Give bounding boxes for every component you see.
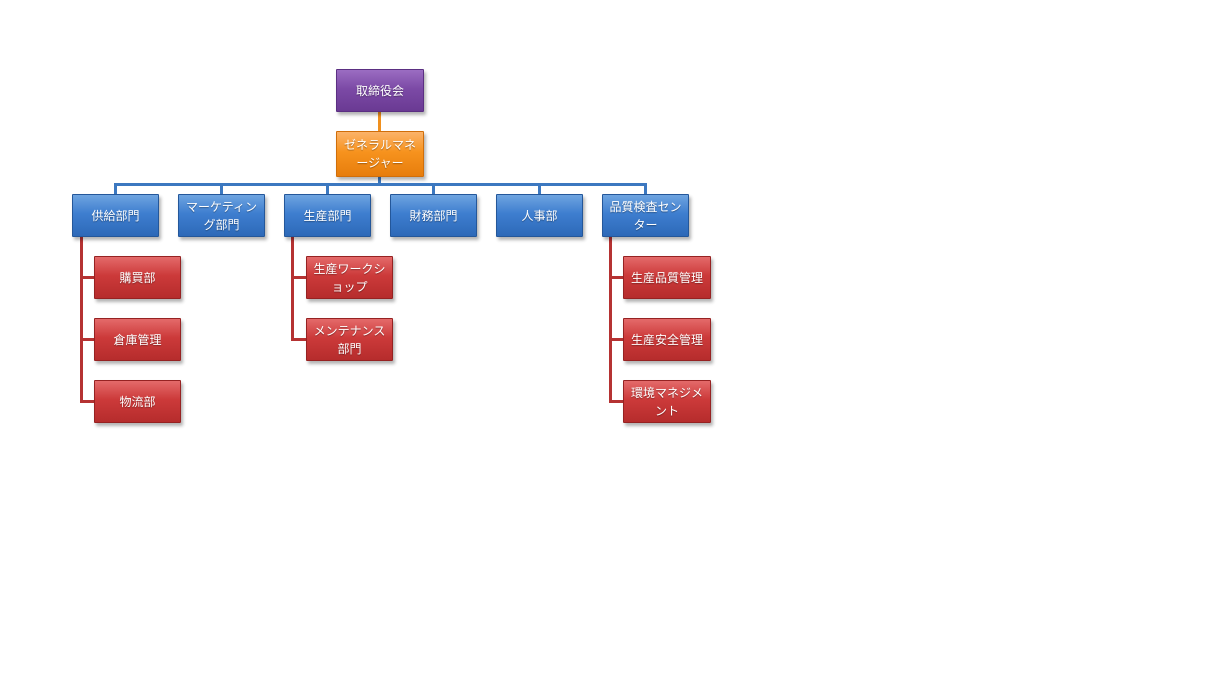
- node-quality-control[interactable]: 生産品質管理: [623, 256, 711, 299]
- node-environment-management[interactable]: 環境マネジメント: [623, 380, 711, 423]
- node-purchasing[interactable]: 購買部: [94, 256, 181, 299]
- node-department-production[interactable]: 生産部門: [284, 194, 371, 237]
- connector-departments-bus: [114, 183, 647, 186]
- node-safety-control-label: 生産安全管理: [630, 332, 703, 347]
- node-department-finance[interactable]: 財務部門: [390, 194, 477, 237]
- node-department-marketing-label: マーケティング部門: [185, 199, 258, 232]
- node-workshop[interactable]: 生産ワークショップ: [306, 256, 393, 299]
- node-warehouse-label: 倉庫管理: [113, 332, 162, 347]
- node-board-label: 取締役会: [355, 83, 404, 98]
- node-workshop-label: 生産ワークショップ: [313, 261, 386, 294]
- connector-dept-3: [326, 183, 329, 194]
- node-general-manager[interactable]: ゼネラルマネージャー: [336, 131, 424, 177]
- node-department-supply[interactable]: 供給部門: [72, 194, 159, 237]
- node-logistics-label: 物流部: [119, 394, 156, 409]
- node-purchasing-label: 購買部: [119, 270, 156, 285]
- connector-dept-6: [644, 183, 647, 194]
- node-department-marketing[interactable]: マーケティング部門: [178, 194, 265, 237]
- connector-supply-vertical: [80, 236, 83, 402]
- connector-manager-departments: [378, 177, 381, 185]
- connector-dept-5: [538, 183, 541, 194]
- node-maintenance-label: メンテナンス部門: [313, 323, 386, 356]
- node-maintenance[interactable]: メンテナンス部門: [306, 318, 393, 361]
- connector-production-vertical: [291, 236, 294, 341]
- connector-quality-vertical: [609, 236, 612, 402]
- connector-supply-child-1: [80, 276, 94, 279]
- connector-dept-4: [432, 183, 435, 194]
- node-board[interactable]: 取締役会: [336, 69, 424, 112]
- node-department-finance-label: 財務部門: [409, 208, 458, 223]
- node-department-quality[interactable]: 品質検査センター: [602, 194, 689, 237]
- node-logistics[interactable]: 物流部: [94, 380, 181, 423]
- node-department-supply-label: 供給部門: [91, 208, 140, 223]
- connector-quality-child-3: [609, 400, 623, 403]
- connector-dept-2: [220, 183, 223, 194]
- node-warehouse[interactable]: 倉庫管理: [94, 318, 181, 361]
- connector-quality-child-1: [609, 276, 623, 279]
- connector-production-child-1: [291, 276, 306, 279]
- connector-production-child-2: [291, 338, 306, 341]
- node-environment-management-label: 環境マネジメント: [630, 385, 703, 418]
- connector-quality-child-2: [609, 338, 623, 341]
- node-quality-control-label: 生産品質管理: [630, 270, 703, 285]
- connector-supply-child-2: [80, 338, 94, 341]
- connector-dept-1: [114, 183, 117, 194]
- node-department-hr[interactable]: 人事部: [496, 194, 583, 237]
- node-department-hr-label: 人事部: [521, 208, 558, 223]
- node-general-manager-label: ゼネラルマネージャー: [343, 138, 416, 170]
- node-safety-control[interactable]: 生産安全管理: [623, 318, 711, 361]
- node-department-quality-label: 品質検査センター: [609, 199, 682, 232]
- connector-board-manager: [378, 112, 381, 131]
- connector-supply-child-3: [80, 400, 94, 403]
- node-department-production-label: 生産部門: [303, 208, 352, 223]
